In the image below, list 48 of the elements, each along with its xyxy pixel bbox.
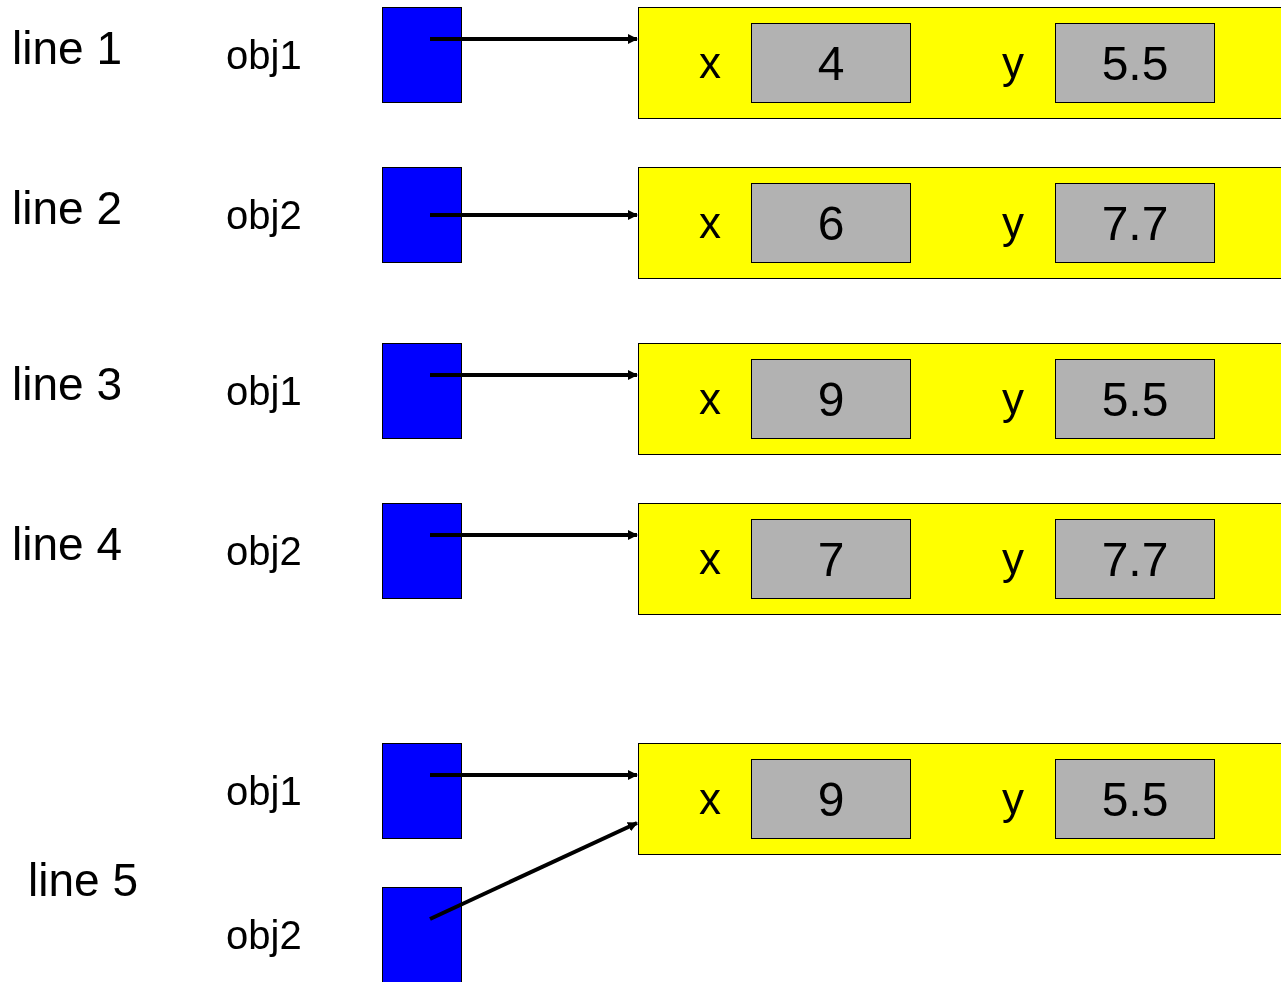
line-label: line 5 [28, 853, 138, 907]
pointer-box [382, 503, 462, 599]
pointer-box [382, 7, 462, 103]
value-cell: 9 [751, 359, 911, 439]
field-name: y [1002, 198, 1024, 248]
variable-name: obj2 [226, 528, 302, 574]
variable-name: obj1 [226, 368, 302, 414]
variable-name: obj2 [226, 912, 302, 958]
value-cell: 9 [751, 759, 911, 839]
line-label: line 4 [12, 517, 122, 571]
line-label: line 3 [12, 357, 122, 411]
value-cell: 5.5 [1055, 23, 1215, 103]
value-cell: 7.7 [1055, 183, 1215, 263]
field-name: x [699, 198, 721, 248]
field-name: x [699, 374, 721, 424]
variable-name: obj1 [226, 32, 302, 78]
pointer-box [382, 887, 462, 982]
pointer-box [382, 167, 462, 263]
field-name: y [1002, 534, 1024, 584]
value-cell: 6 [751, 183, 911, 263]
arrow [430, 210, 638, 220]
value-cell: 4 [751, 23, 911, 103]
arrow [430, 370, 638, 380]
object-box [638, 167, 1281, 279]
variable-name: obj2 [226, 192, 302, 238]
line-label: line 2 [12, 181, 122, 235]
arrow [429, 821, 638, 921]
value-cell: 5.5 [1055, 759, 1215, 839]
pointer-box [382, 343, 462, 439]
field-name: x [699, 774, 721, 824]
arrow [430, 530, 638, 540]
object-box [638, 503, 1281, 615]
value-cell: 5.5 [1055, 359, 1215, 439]
value-cell: 7 [751, 519, 911, 599]
object-box [638, 343, 1281, 455]
field-name: y [1002, 38, 1024, 88]
field-name: x [699, 38, 721, 88]
arrow [430, 770, 638, 780]
line-label: line 1 [12, 21, 122, 75]
field-name: x [699, 534, 721, 584]
value-cell: 7.7 [1055, 519, 1215, 599]
variable-name: obj1 [226, 768, 302, 814]
object-box [638, 743, 1281, 855]
pointer-box [382, 743, 462, 839]
field-name: y [1002, 774, 1024, 824]
arrow [430, 34, 638, 44]
field-name: y [1002, 374, 1024, 424]
object-box [638, 7, 1281, 119]
